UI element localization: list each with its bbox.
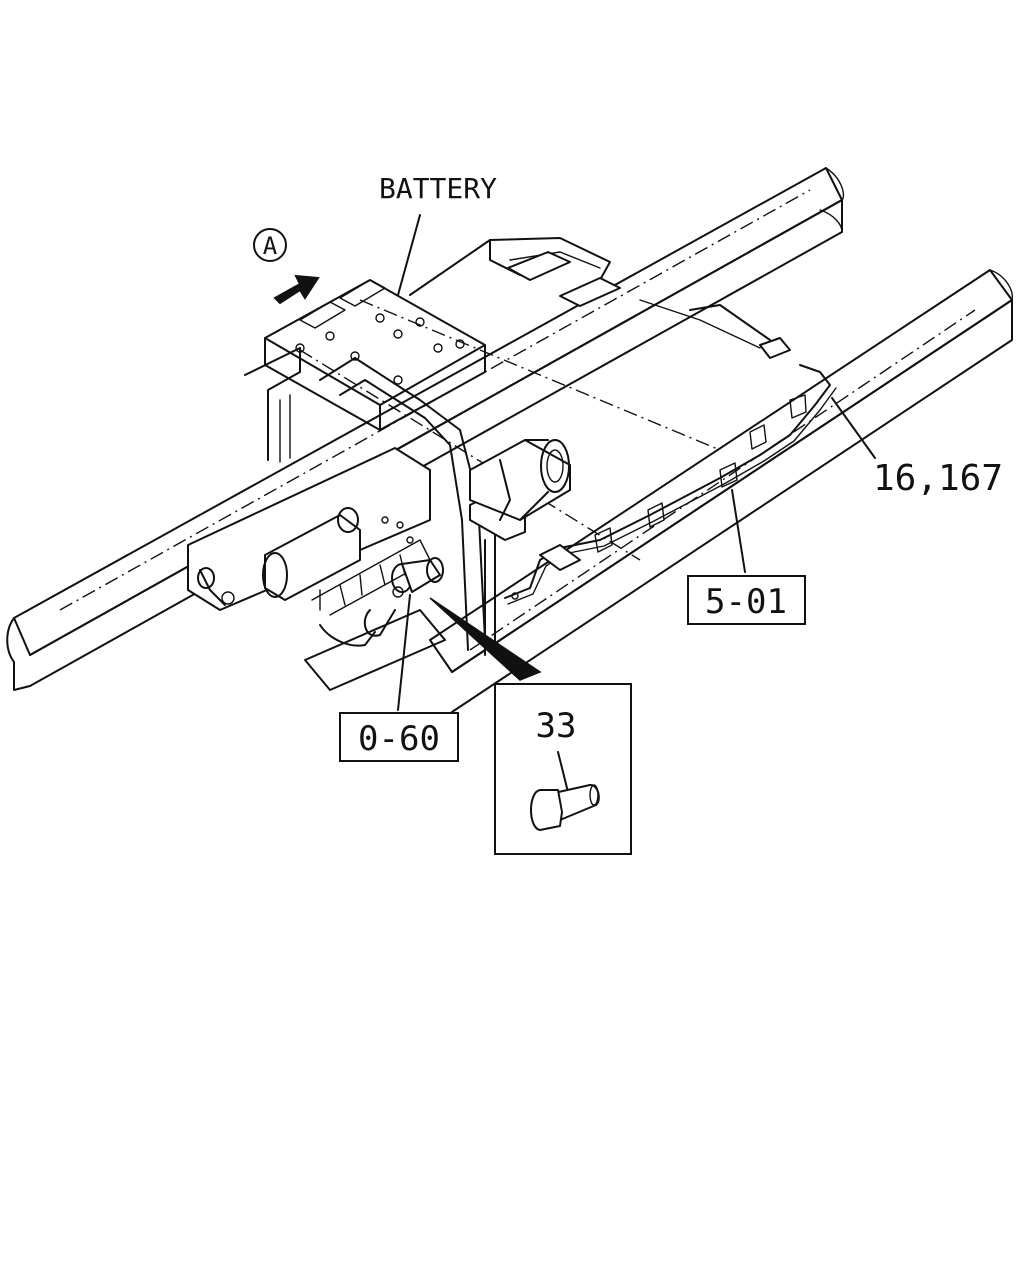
part-number-33: 33 (536, 706, 577, 746)
reference-5-01-label: 5-01 (705, 582, 787, 622)
battery-bracket (409, 237, 791, 359)
cross-member (244, 279, 721, 561)
leader-lines (397, 214, 876, 711)
view-marker-letter: A (263, 232, 278, 260)
frame-rail-right (304, 269, 1013, 713)
part-33-leader (557, 751, 569, 793)
detail-box-33: 33 (494, 683, 632, 855)
battery-label: BATTERY (379, 172, 497, 205)
part-number-16-167: 16,167 (873, 458, 1003, 499)
wire-harness (504, 299, 837, 605)
reference-0-60-label: 0-60 (358, 719, 440, 759)
detail-pointer-wedge (429, 597, 542, 681)
reference-box-5-01: 5-01 (687, 575, 806, 625)
engine (187, 447, 431, 647)
reference-box-0-60: 0-60 (339, 712, 459, 762)
view-a-arrow (273, 274, 320, 305)
view-marker: A (253, 228, 287, 262)
starter-motor (363, 557, 444, 637)
part-33-cap (530, 784, 600, 831)
transmission (469, 439, 571, 521)
